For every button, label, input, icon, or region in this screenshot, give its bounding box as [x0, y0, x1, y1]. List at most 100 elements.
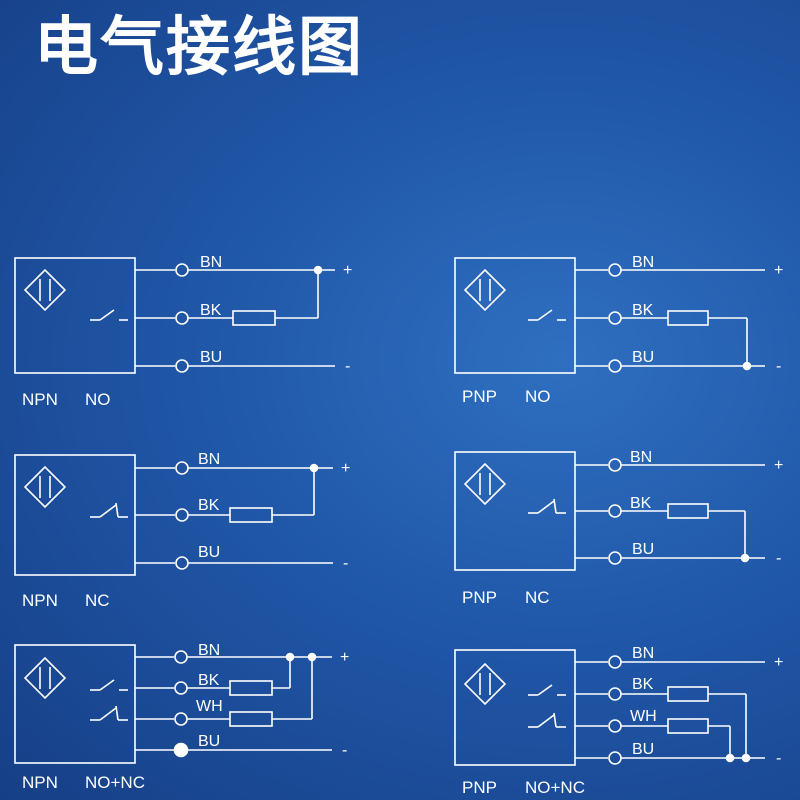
terminal-plus-label: + — [340, 649, 349, 666]
sensor-symbol-icon — [463, 268, 507, 312]
wire-label-bk: BK — [632, 302, 654, 319]
switch-no-icon — [90, 309, 128, 321]
terminal-minus-label: - — [345, 358, 350, 375]
terminal-bu — [173, 742, 189, 758]
load-resistor-wh — [667, 718, 709, 734]
terminal-bn — [608, 655, 622, 669]
terminal-bk — [608, 504, 622, 518]
terminal-plus-label: + — [774, 262, 783, 279]
page-title: 电气接线图 — [34, 11, 364, 85]
load-resistor-bk — [667, 686, 709, 702]
sensor-symbol-icon — [463, 662, 507, 706]
load-resistor-bk — [229, 680, 273, 696]
diagram-pnp-no: BN BK BU + - PNP NO — [454, 254, 783, 406]
diagram-npn-no: BN BK BU + - NPN NO — [14, 254, 352, 409]
sensor-symbol-icon — [23, 656, 67, 700]
terminal-bu — [608, 359, 622, 373]
terminal-plus-label: + — [774, 457, 783, 474]
terminal-wh — [174, 712, 188, 726]
terminal-minus-label: - — [776, 550, 781, 567]
terminal-bn — [608, 263, 622, 277]
sensor-symbol-icon — [23, 465, 67, 509]
terminal-bk — [174, 681, 188, 695]
wire-label-bn: BN — [632, 645, 654, 662]
terminal-bn — [175, 263, 189, 277]
terminal-bu — [608, 551, 622, 565]
output-mode-label: NO+NC — [85, 773, 145, 792]
sensor-type-label: PNP — [462, 778, 497, 797]
load-resistor-wh — [229, 711, 273, 727]
wire-label-bn: BN — [630, 449, 652, 466]
terminal-bk — [608, 311, 622, 325]
sensor-symbol-icon — [463, 462, 507, 506]
diagram-npn-no-nc: BN BK WH BU + - NPN NO+NC — [14, 642, 349, 792]
terminal-minus-label: - — [343, 555, 348, 572]
sensor-type-label: PNP — [462, 588, 497, 607]
load-resistor — [229, 507, 273, 523]
terminal-bn — [174, 650, 188, 664]
wire-label-bu: BU — [632, 541, 654, 558]
output-mode-label: NO — [85, 390, 111, 409]
terminal-wh — [608, 719, 622, 733]
switch-nc-icon — [528, 498, 566, 514]
diagram-pnp-no-nc: BN BK WH BU + - PNP NO+NC — [454, 645, 783, 797]
wire-label-bn: BN — [632, 254, 654, 271]
terminal-minus-label: - — [342, 742, 347, 759]
wire-label-bn: BN — [200, 254, 222, 271]
wire-label-bu: BU — [198, 733, 220, 750]
terminal-bu — [175, 556, 189, 570]
junction-dot — [285, 652, 295, 662]
sensor-body — [454, 649, 576, 766]
terminal-plus-label: + — [343, 262, 352, 279]
wire-label-bu: BU — [632, 349, 654, 366]
sensor-body — [14, 644, 136, 764]
sensor-type-label: PNP — [462, 387, 497, 406]
terminal-bk — [175, 311, 189, 325]
load-resistor — [667, 310, 709, 326]
wire-label-wh: WH — [630, 708, 657, 725]
terminal-bu — [175, 359, 189, 373]
wire-label-bk: BK — [198, 672, 220, 689]
wire-label-bn: BN — [198, 451, 220, 468]
terminal-bk — [175, 508, 189, 522]
terminal-plus-label: + — [341, 460, 350, 477]
sensor-type-label: NPN — [22, 773, 58, 792]
wire-label-bu: BU — [632, 741, 654, 758]
wire-label-bk: BK — [198, 497, 220, 514]
diagram-npn-nc: BN BK BU + - NPN NC — [14, 451, 350, 610]
wire-label-wh: WH — [196, 698, 223, 715]
switch-no-icon — [528, 309, 566, 321]
junction-dot — [309, 463, 319, 473]
switch-nc-icon — [528, 712, 566, 728]
output-mode-label: NO — [525, 387, 551, 406]
terminal-bn — [175, 461, 189, 475]
wire-label-bk: BK — [632, 676, 654, 693]
terminal-bk — [608, 687, 622, 701]
switch-nc-icon — [90, 502, 128, 518]
junction-dot — [313, 265, 323, 275]
switch-no-icon — [90, 679, 128, 691]
output-mode-label: NC — [525, 588, 550, 607]
diagram-pnp-nc: BN BK BU + - PNP NC — [454, 449, 783, 607]
wire-label-bn: BN — [198, 642, 220, 659]
terminal-bn — [608, 458, 622, 472]
wire-label-bk: BK — [630, 495, 652, 512]
load-resistor — [232, 310, 276, 326]
sensor-type-label: NPN — [22, 390, 58, 409]
sensor-body — [454, 257, 576, 374]
terminal-bu — [608, 751, 622, 765]
load-resistor — [667, 503, 709, 519]
wire-label-bu: BU — [198, 544, 220, 561]
sensor-body — [14, 257, 136, 374]
switch-no-icon — [528, 684, 566, 696]
sensor-type-label: NPN — [22, 591, 58, 610]
junction-dot — [307, 652, 317, 662]
terminal-plus-label: + — [774, 654, 783, 671]
wire-label-bk: BK — [200, 302, 222, 319]
sensor-symbol-icon — [23, 268, 67, 312]
sensor-body — [454, 451, 576, 571]
switch-nc-icon — [90, 705, 128, 721]
terminal-minus-label: - — [776, 358, 781, 375]
terminal-minus-label: - — [776, 750, 781, 767]
